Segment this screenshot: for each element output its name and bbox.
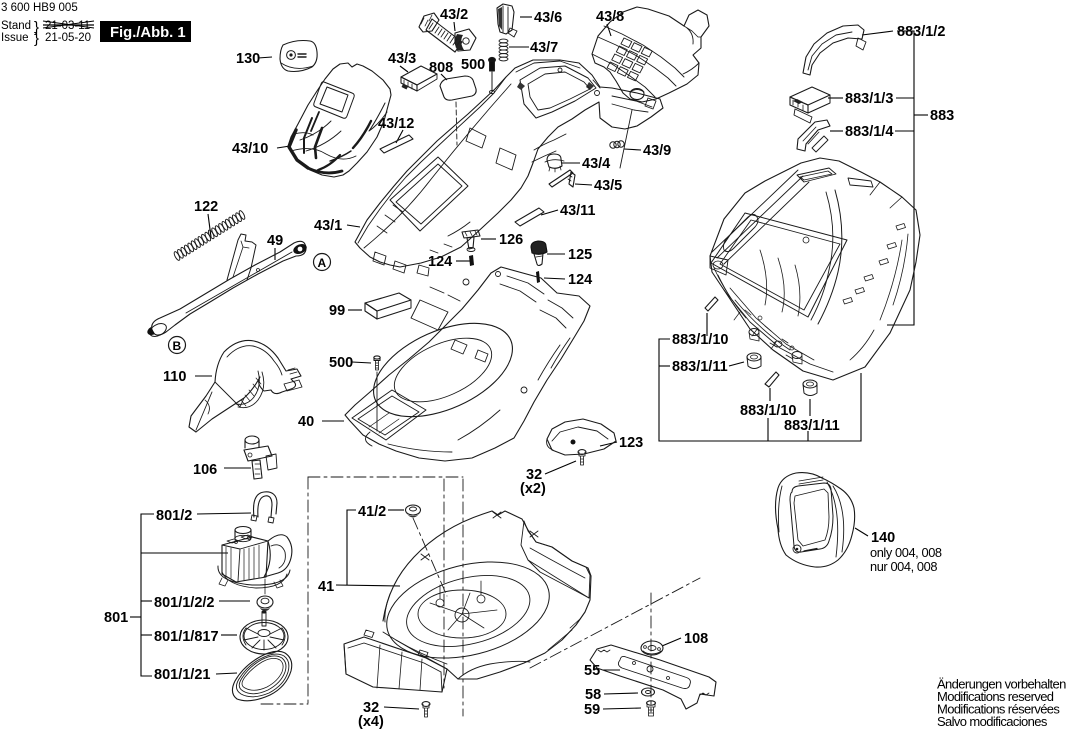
svg-text:883/1/4: 883/1/4 — [845, 124, 893, 140]
svg-text:41/2: 41/2 — [358, 504, 386, 520]
svg-text:43/11: 43/11 — [560, 203, 596, 219]
svg-text:58: 58 — [585, 687, 601, 703]
svg-text:B: B — [173, 339, 182, 353]
svg-text:43/10: 43/10 — [232, 141, 268, 157]
svg-text:43/8: 43/8 — [596, 9, 624, 25]
svg-text:125: 125 — [568, 247, 592, 263]
svg-text:122: 122 — [194, 199, 218, 215]
svg-text:883: 883 — [930, 108, 954, 124]
svg-text:3 600 HB9 005: 3 600 HB9 005 — [1, 2, 78, 14]
svg-text:}: } — [34, 30, 39, 47]
svg-text:43/3: 43/3 — [388, 51, 416, 67]
svg-text:106: 106 — [193, 462, 217, 478]
svg-text:801/1/21: 801/1/21 — [154, 667, 210, 683]
svg-text:126: 126 — [499, 232, 523, 248]
svg-text:801/2: 801/2 — [156, 508, 192, 524]
svg-text:(x2): (x2) — [520, 481, 546, 497]
svg-text:59: 59 — [584, 702, 600, 718]
svg-text:43/7: 43/7 — [530, 40, 558, 56]
svg-text:500: 500 — [329, 355, 353, 371]
svg-text:49: 49 — [267, 233, 283, 249]
svg-text:500: 500 — [461, 57, 485, 73]
svg-text:43/9: 43/9 — [643, 143, 671, 159]
svg-text:41: 41 — [318, 579, 334, 595]
svg-text:Issue: Issue — [1, 32, 29, 44]
svg-text:Änderungen vorbehalten: Änderungen vorbehalten — [937, 677, 1066, 692]
svg-text:Stand: Stand — [1, 20, 31, 32]
svg-text:130: 130 — [236, 51, 260, 67]
svg-text:32: 32 — [526, 467, 542, 483]
svg-text:40: 40 — [298, 414, 314, 430]
svg-text:110: 110 — [163, 369, 186, 385]
svg-text:21-05-20: 21-05-20 — [45, 32, 91, 44]
svg-text:Modifications reserved: Modifications reserved — [937, 689, 1054, 704]
svg-text:43/2: 43/2 — [440, 7, 468, 23]
svg-text:801: 801 — [104, 610, 128, 626]
svg-text:883/1/10: 883/1/10 — [672, 332, 728, 348]
svg-text:124: 124 — [568, 272, 592, 288]
svg-text:883/1/11: 883/1/11 — [784, 418, 840, 434]
svg-text:}: } — [34, 19, 39, 36]
svg-text:55: 55 — [584, 663, 600, 679]
svg-text:99: 99 — [329, 303, 345, 319]
svg-text:43/1: 43/1 — [314, 218, 342, 234]
svg-text:Salvo modificaciones: Salvo modificaciones — [937, 714, 1048, 729]
svg-text:32: 32 — [363, 700, 379, 716]
svg-text:801/1/817: 801/1/817 — [154, 629, 219, 645]
svg-text:883/1/11: 883/1/11 — [672, 359, 728, 375]
svg-text:A: A — [318, 256, 327, 270]
svg-text:140: 140 — [871, 530, 895, 546]
svg-text:808: 808 — [429, 60, 453, 76]
svg-text:43/12: 43/12 — [378, 116, 414, 132]
svg-text:123: 123 — [619, 435, 643, 451]
svg-text:883/1/10: 883/1/10 — [740, 403, 796, 419]
svg-text:43/5: 43/5 — [594, 178, 622, 194]
svg-text:(x4): (x4) — [358, 714, 384, 729]
svg-text:124: 124 — [428, 254, 452, 270]
svg-text:nur 004, 008: nur 004, 008 — [870, 559, 937, 574]
svg-text:43/6: 43/6 — [534, 10, 562, 26]
svg-text:883/1/2: 883/1/2 — [897, 24, 945, 40]
svg-text:801/1/2/2: 801/1/2/2 — [154, 595, 214, 611]
svg-text:Modifications réservées: Modifications réservées — [937, 702, 1060, 717]
svg-text:only 004, 008: only 004, 008 — [870, 545, 942, 560]
svg-text:43/4: 43/4 — [582, 156, 610, 172]
svg-text:Fig./Abb. 1: Fig./Abb. 1 — [110, 25, 186, 41]
svg-text:883/1/3: 883/1/3 — [845, 91, 893, 107]
svg-text:108: 108 — [684, 631, 708, 647]
